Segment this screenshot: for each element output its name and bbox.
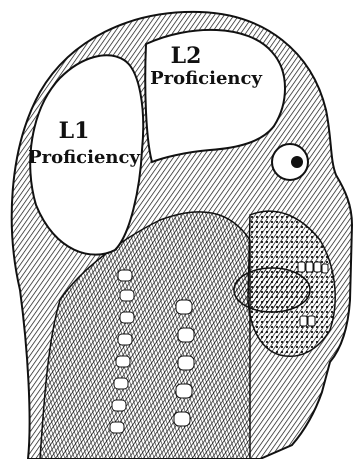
eye-pupil [291,156,303,168]
lobe-l2-subtitle: Proficiency [150,68,262,89]
lobe-l2-title: L2 [171,43,202,69]
tongue [234,268,310,312]
lobe-l1-subtitle: Proficiency [28,147,140,168]
lobe-l1-title: L1 [59,118,90,144]
